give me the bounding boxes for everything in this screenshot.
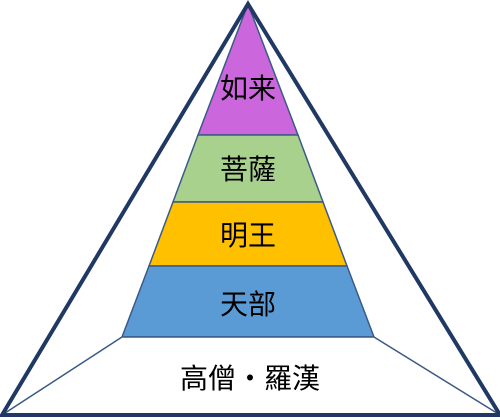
tier-1-band [196, 1, 300, 136]
tier-5-band [0, 336, 500, 416]
tier-2-label: 菩薩 [220, 153, 276, 186]
tier-1-label: 如来 [220, 72, 276, 105]
tier-4-label: 天部 [220, 288, 276, 321]
tier-5-label: 高僧・羅漢 [180, 362, 320, 395]
tier-3-label: 明王 [220, 219, 276, 252]
